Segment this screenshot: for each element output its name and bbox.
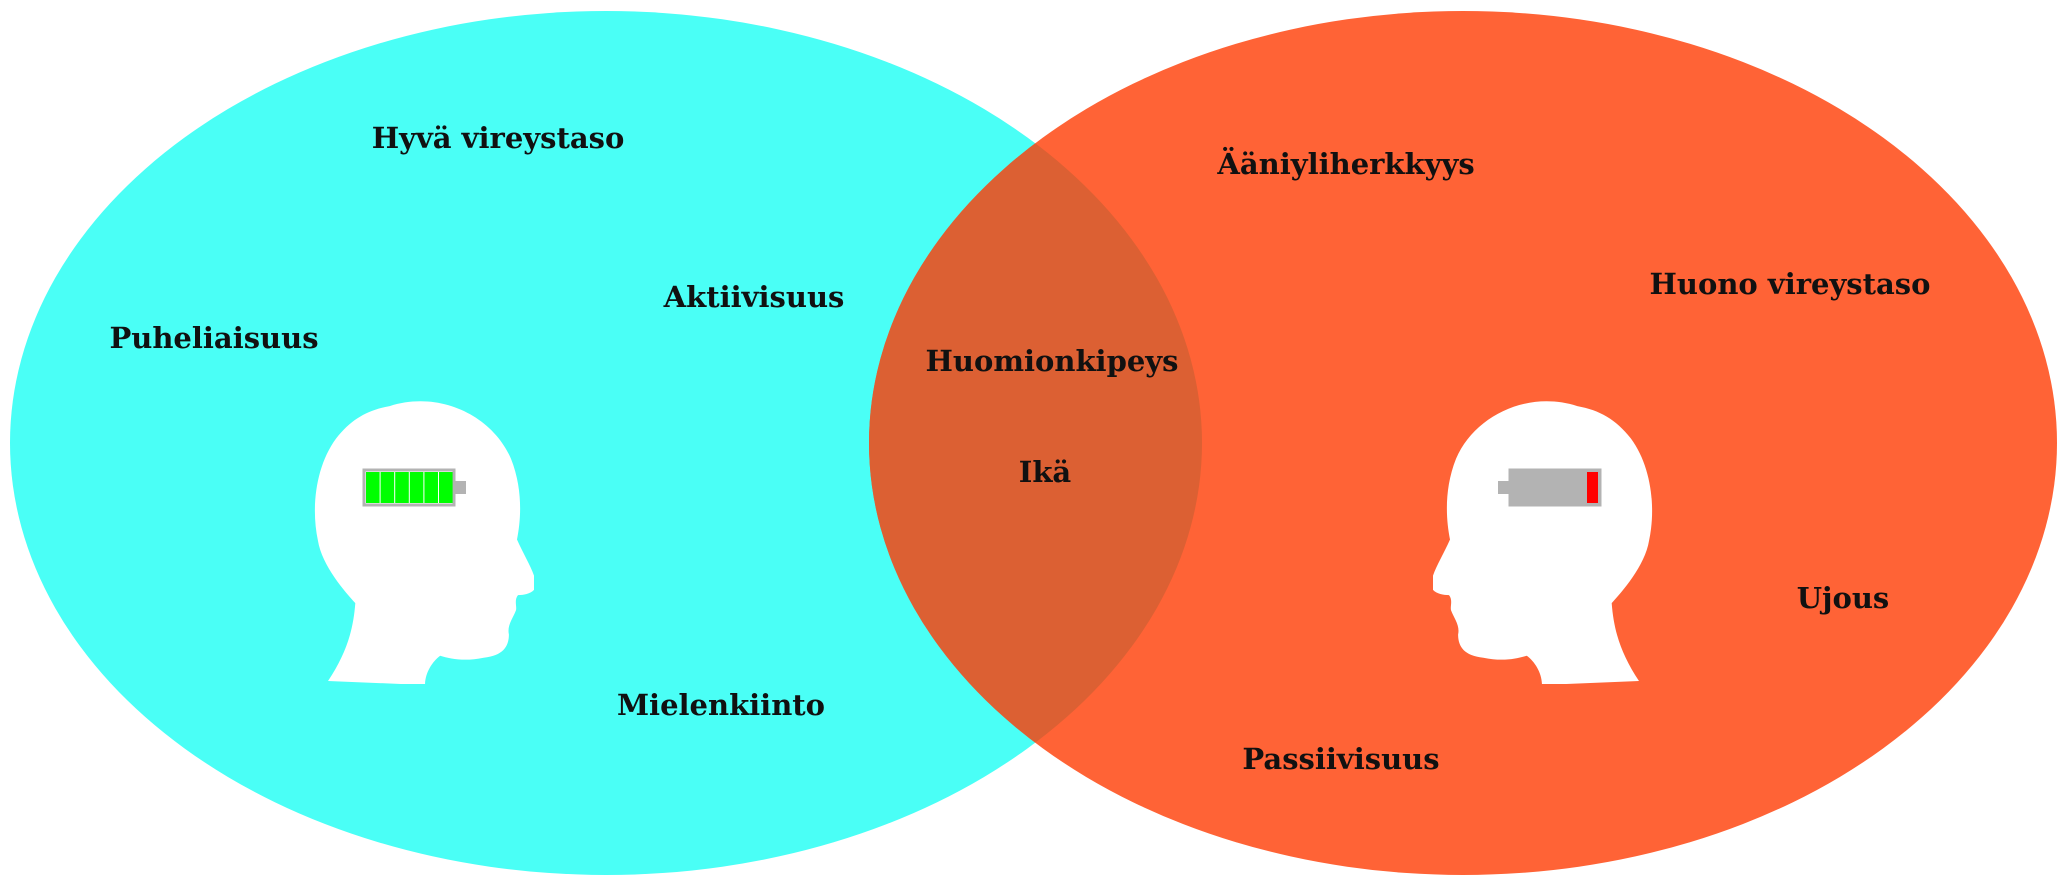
battery-cell <box>366 472 380 503</box>
battery-cell <box>380 472 395 503</box>
label-passiivisuus: Passiivisuus <box>1242 742 1439 776</box>
label-aaniyliherkkyys: Ääniyliherkkyys <box>1216 145 1474 181</box>
label-ika: Ikä <box>1019 455 1072 489</box>
battery-cell <box>395 472 409 503</box>
left-set-circle <box>10 11 1202 875</box>
battery-cell <box>409 472 424 503</box>
right-head-icon <box>1433 401 1653 684</box>
battery-cell <box>424 472 438 503</box>
label-aktiivisuus: Aktiivisuus <box>663 280 845 314</box>
label-huomionkipeys: Huomionkipeys <box>926 344 1179 378</box>
label-mielenkiinto: Mielenkiinto <box>617 688 825 722</box>
label-hyva-vireystaso: Hyvä vireystaso <box>372 121 625 155</box>
battery-low-icon <box>1498 468 1602 507</box>
label-ujous: Ujous <box>1797 581 1890 615</box>
battery-cell <box>439 472 453 503</box>
right-set-circle <box>869 11 2057 875</box>
left-head-icon <box>314 401 534 684</box>
label-puheliaisuus: Puheliaisuus <box>109 321 318 355</box>
label-huono-vireystaso: Huono vireystaso <box>1650 267 1931 301</box>
battery-full-icon <box>362 468 466 507</box>
